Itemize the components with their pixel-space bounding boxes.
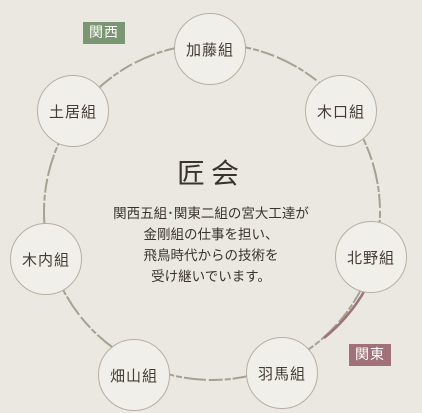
center-title: 匠会 (176, 157, 245, 190)
description-line: 受け継いでいます。 (151, 269, 271, 285)
ring-line (43, 43, 381, 381)
kanto-arc (323, 289, 367, 339)
group-kato: 加藤組 (174, 13, 246, 85)
group-hama: 羽馬組 (246, 337, 318, 409)
description-line: 金剛組の仕事を担い、 (143, 227, 279, 243)
center-description: 関西五組･関東二組の宮大工達が 金剛組の仕事を担い、 飛鳥時代からの技術を 受け… (0, 204, 422, 288)
group-hatayama: 畑山組 (98, 339, 170, 411)
description-line: 飛鳥時代からの技術を (143, 248, 279, 264)
group-kiuchi: 木内組 (10, 223, 82, 295)
group-doi: 土居組 (37, 75, 109, 147)
description-line: 関西五組･関東二組の宮大工達が (113, 206, 309, 222)
kansai-tag: 関西 (83, 22, 125, 44)
kanto-tag: 関東 (349, 344, 391, 366)
group-kiguchi: 木口組 (305, 75, 377, 147)
group-kitano: 北野組 (335, 221, 407, 293)
